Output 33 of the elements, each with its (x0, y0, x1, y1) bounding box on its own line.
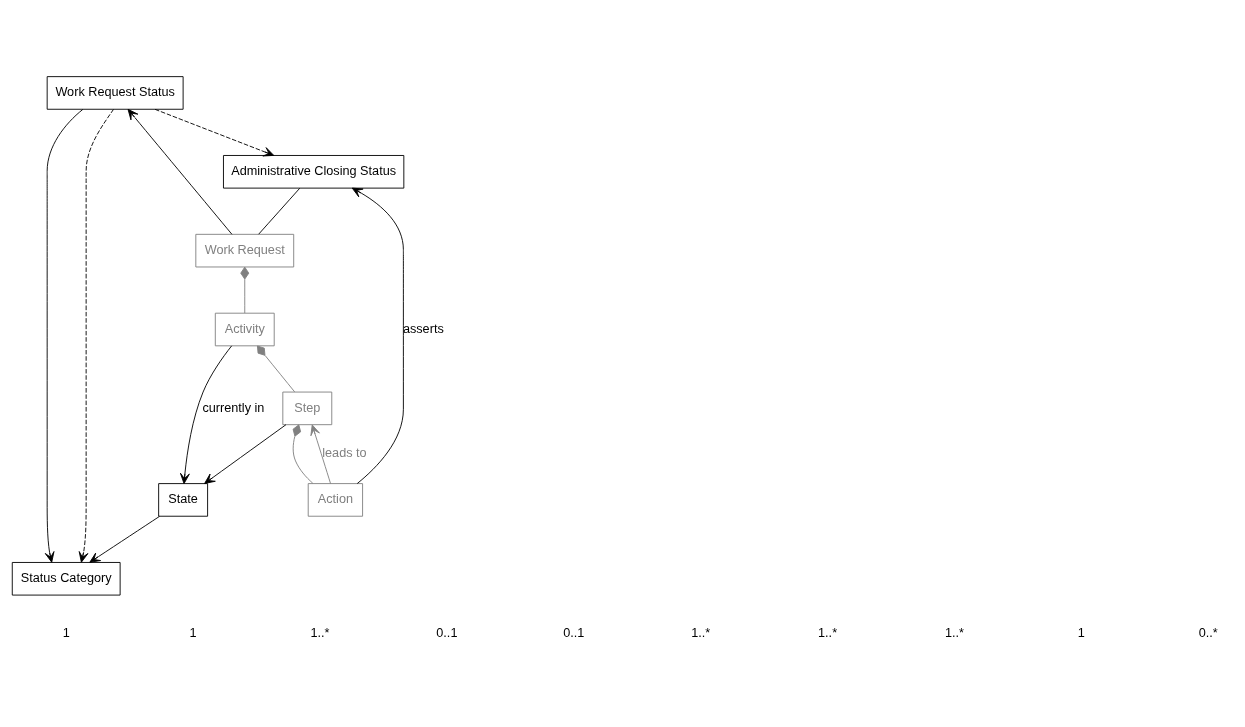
label: 0..1 (436, 626, 458, 641)
label: 1 (189, 626, 197, 641)
arrow (89, 515, 160, 563)
label: 1..* (818, 626, 838, 641)
connector (240, 266, 250, 314)
node-box: Work Request (195, 233, 295, 268)
arrow (310, 424, 331, 484)
label: 1 (62, 626, 70, 641)
label: 0..1 (563, 626, 585, 641)
arrow (127, 108, 233, 235)
node-box: State (158, 483, 209, 517)
node-box: Work Request Status (46, 76, 184, 110)
node-box: Administrative Closing Status (223, 155, 405, 189)
arrow (78, 109, 114, 563)
edge-label: currently in (202, 400, 265, 415)
connector (256, 345, 296, 393)
node-box: Activity (214, 312, 275, 347)
edge-label: leads to (322, 446, 367, 461)
label: 1 (1077, 626, 1085, 641)
arrow (180, 345, 233, 485)
arrow (44, 109, 84, 563)
arrow (351, 187, 404, 484)
node-box: Step (282, 391, 333, 426)
arrow (154, 108, 275, 157)
arrow (204, 424, 287, 484)
label: 0..* (1198, 626, 1218, 641)
label: 1..* (944, 626, 964, 641)
connector (258, 187, 301, 235)
node-box: Action (307, 483, 364, 517)
connector (292, 424, 314, 484)
label: 1..* (310, 626, 330, 641)
label: 1..* (691, 626, 711, 641)
node-box: Status Category (11, 562, 121, 596)
